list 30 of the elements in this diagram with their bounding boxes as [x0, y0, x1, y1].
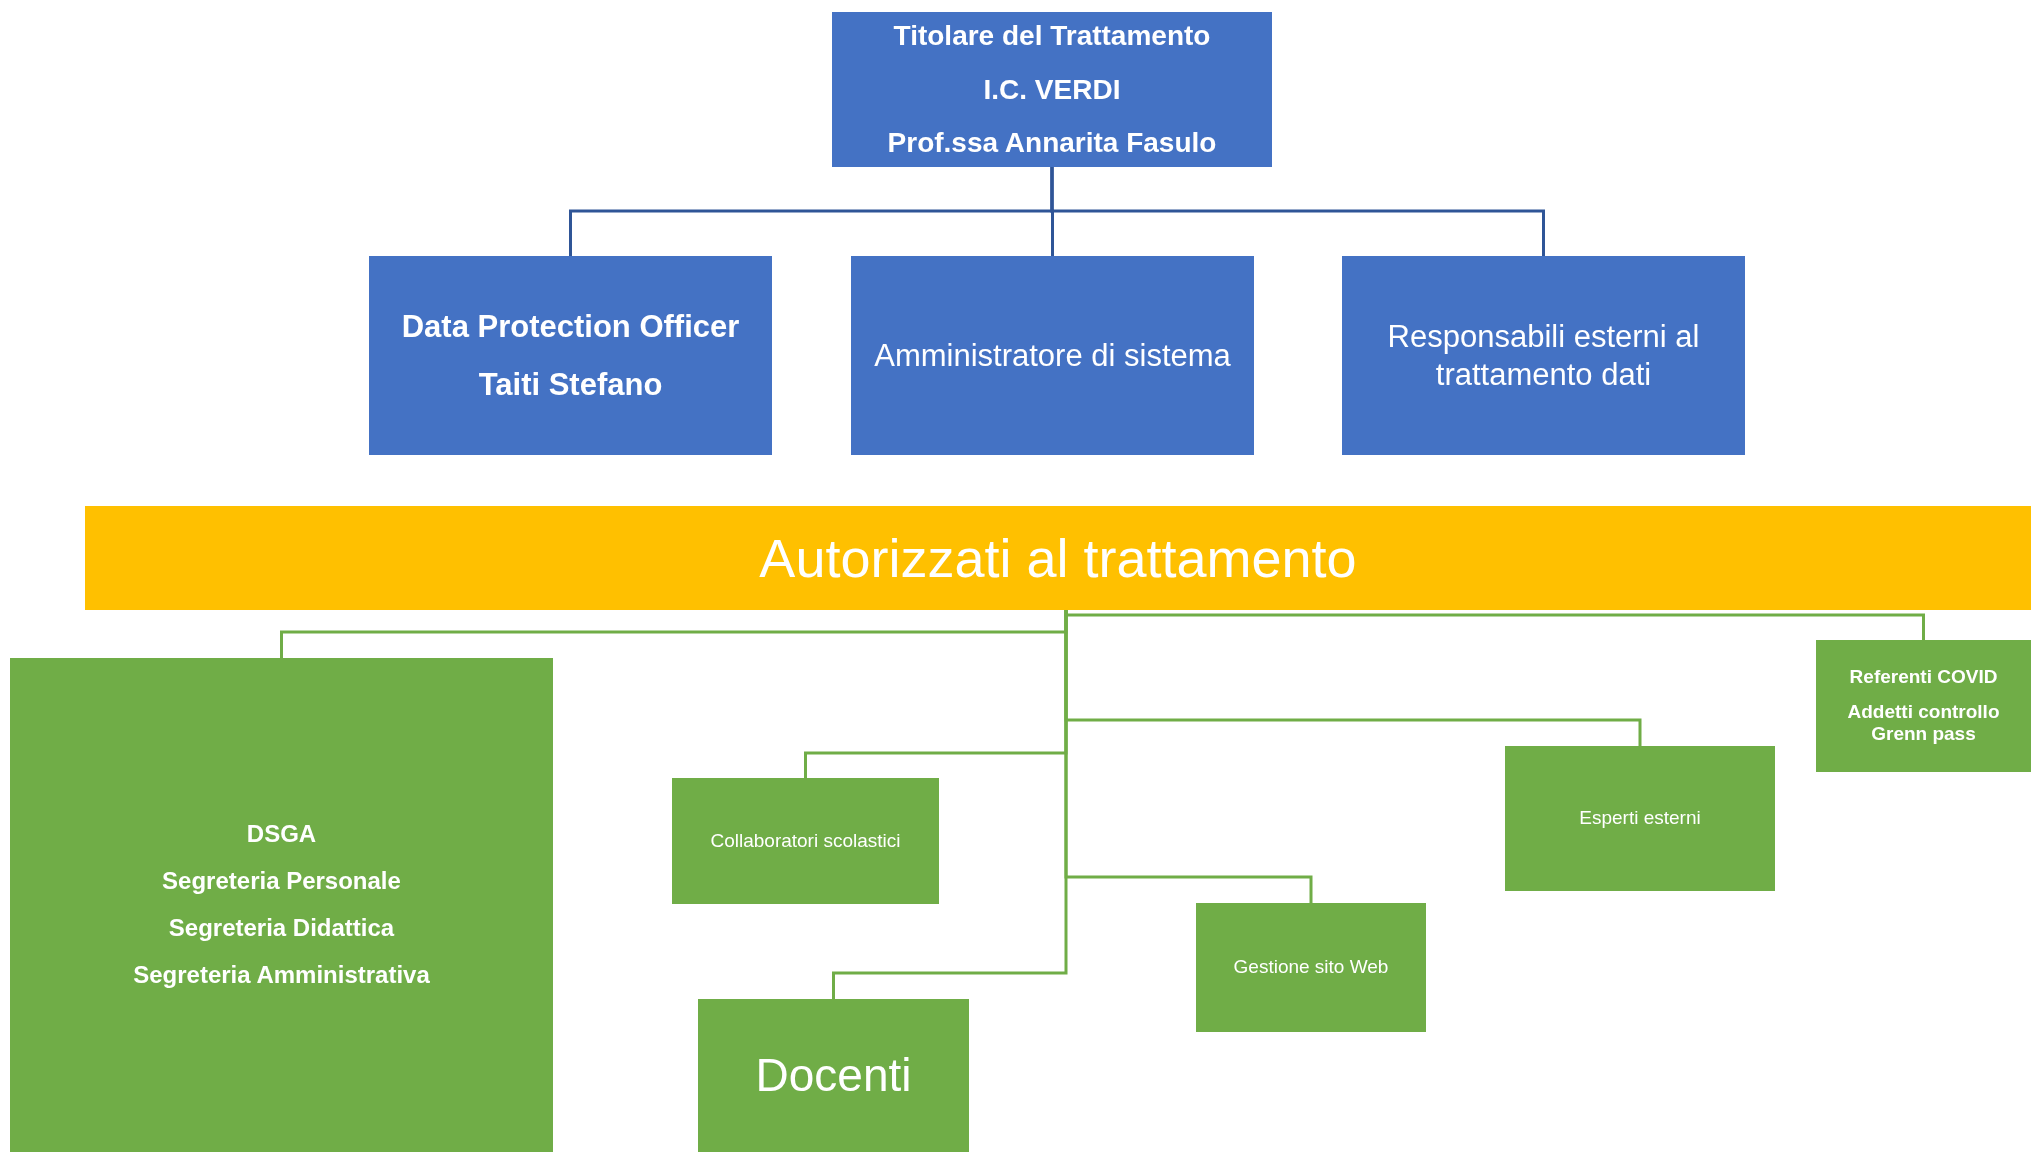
title-box	[832, 12, 1272, 167]
node-text: Prof.ssa Annarita Fasulo	[887, 126, 1217, 160]
node-text: I.C. VERDI	[983, 72, 1121, 107]
node-heading: Esperti esterni	[1579, 807, 1701, 830]
node-heading: Responsabili esterni al trattamento dati	[1386, 318, 1701, 393]
node-heading: Data Protection Officer	[401, 308, 740, 346]
node-text: Segreteria Didattica	[168, 914, 395, 943]
group-box	[698, 999, 969, 1152]
section-band	[85, 506, 2031, 610]
group-box	[1816, 640, 2031, 772]
node-heading: Referenti COVID	[1849, 665, 1998, 689]
group-box	[1196, 903, 1426, 1032]
connector-line	[1050, 167, 1545, 256]
node-heading: Titolare del Trattamento	[893, 19, 1211, 53]
node-heading: DSGA	[246, 820, 317, 850]
group-box	[10, 658, 553, 1152]
role-box	[1342, 256, 1745, 455]
node-text: Taiti Stefano	[478, 365, 663, 403]
node-heading: Gestione sito Web	[1233, 956, 1389, 979]
node-heading: Amministratore di sistema	[874, 336, 1231, 375]
node-text: Segreteria Personale	[162, 867, 401, 896]
role-box	[851, 256, 1254, 455]
node-text: Addetti controllo Grenn pass	[1846, 700, 2001, 747]
group-box	[1505, 746, 1775, 891]
node-heading: Autorizzati al trattamento	[759, 526, 1357, 590]
node-text: Segreteria Amministrativa	[133, 960, 430, 990]
group-box	[672, 778, 939, 904]
node-heading: Docenti	[755, 1047, 912, 1103]
node-heading: Collaboratori scolastici	[710, 829, 901, 853]
role-box	[369, 256, 772, 455]
